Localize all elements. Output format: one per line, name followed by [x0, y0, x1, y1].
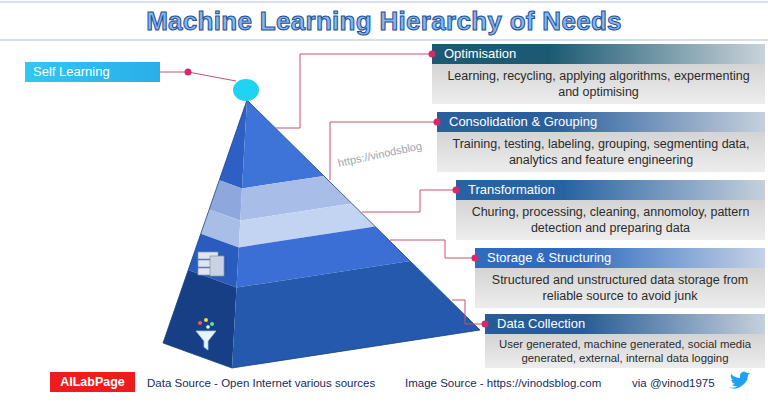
bird-icon	[729, 372, 750, 389]
tier-callout: Consolidation & GroupingTraining, testin…	[437, 112, 765, 172]
node-body: User generated, machine generated, socia…	[485, 334, 765, 368]
node-heading: Storage & Structuring	[475, 248, 765, 268]
node-heading: Self Learning	[25, 62, 160, 82]
brand-tag: AILabPage	[50, 372, 135, 392]
funnel-icon	[196, 318, 216, 350]
frame-line	[0, 1, 768, 3]
node-body: Training, testing, labeling, grouping, s…	[437, 132, 765, 172]
leader-dot	[185, 69, 192, 76]
title: Machine Learning Hierarchy of Needs	[0, 6, 768, 37]
server-icon	[198, 252, 224, 276]
pyramid	[163, 100, 480, 368]
tier-callout: Storage & StructuringStructured and unst…	[475, 248, 765, 308]
tier-label: Self Learning	[25, 62, 160, 82]
node-heading: Transformation	[456, 180, 765, 200]
source-note: Image Source - https://vinodsblog.com	[405, 376, 601, 390]
node-body: Structured and unstructured data storage…	[475, 268, 765, 308]
node-body: Churing, processing, cleaning, annomoloy…	[456, 200, 765, 240]
tier-callout: TransformationChuring, processing, clean…	[456, 180, 765, 240]
credit-note: via @vinod1975	[632, 376, 715, 390]
node-heading: AILabPage	[50, 372, 135, 392]
node-body: Learning, recycling, applying algorithms…	[432, 64, 765, 104]
node-heading: Data Collection	[485, 314, 765, 334]
apex-ellipse	[233, 79, 259, 101]
node-heading: Optimisation	[432, 44, 765, 64]
tier-callout: Data CollectionUser generated, machine g…	[485, 314, 765, 368]
source-note: Data Source - Open Internet various sour…	[147, 376, 375, 390]
frame-line	[0, 39, 768, 41]
watermark: https://vinodsblog	[337, 138, 424, 169]
tier-callout: OptimisationLearning, recycling, applyin…	[432, 44, 765, 104]
node-heading: Consolidation & Grouping	[437, 112, 765, 132]
